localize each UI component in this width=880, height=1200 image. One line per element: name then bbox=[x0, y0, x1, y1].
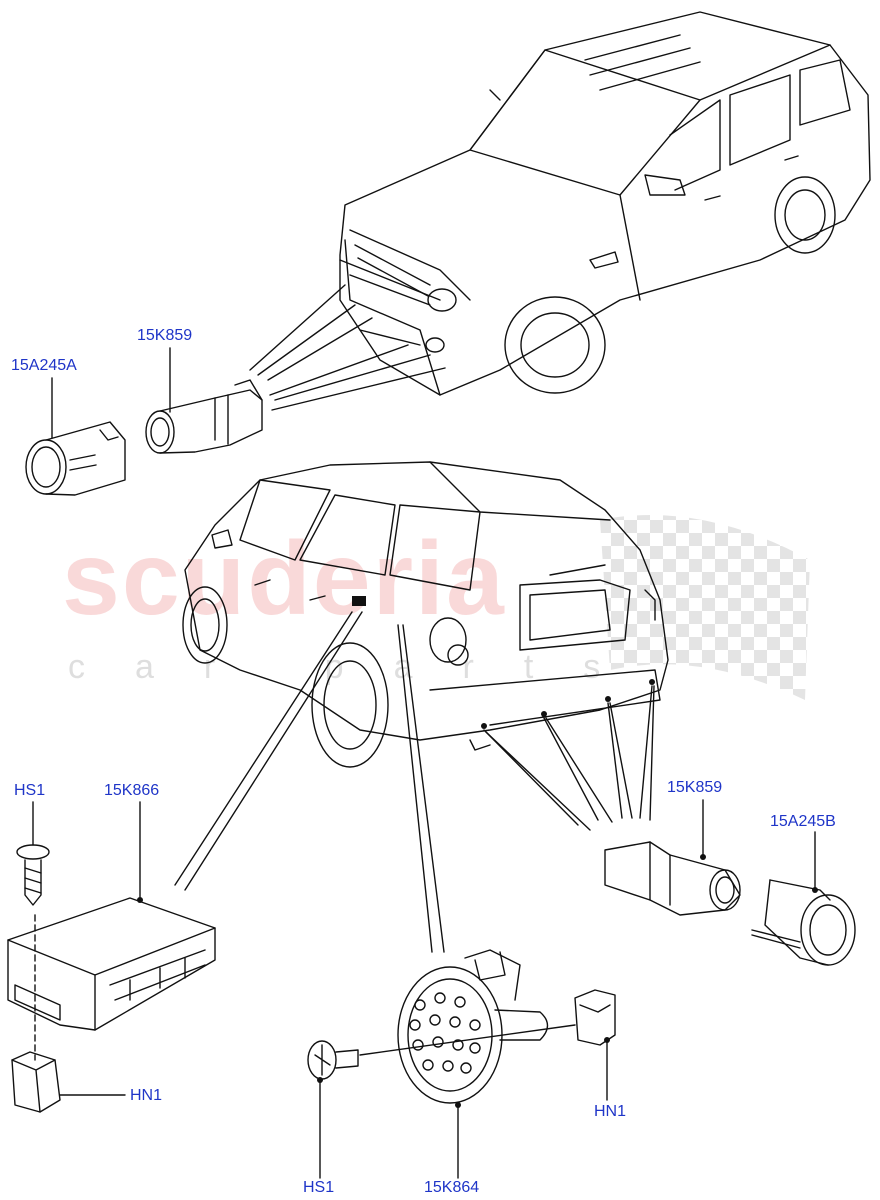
label-control-module: 15K866 bbox=[104, 782, 160, 799]
rear-bezel-part bbox=[751, 879, 856, 966]
label-rear-bezel: 15A245B bbox=[770, 813, 836, 830]
front-sensor-leaders bbox=[249, 284, 446, 411]
checkered-flag-watermark bbox=[600, 515, 810, 700]
control-module-part bbox=[7, 897, 216, 1061]
label-sounder: 15K864 bbox=[424, 1179, 480, 1196]
nut-module-part bbox=[11, 1051, 61, 1113]
rear-sensor-leaders bbox=[174, 611, 655, 953]
label-front-bezel: 15A245A bbox=[11, 357, 77, 374]
rear-vehicle-illustration bbox=[182, 461, 669, 768]
sounder-part bbox=[359, 949, 576, 1108]
label-rear-sensor: 15K859 bbox=[667, 779, 723, 796]
nut-sounder-part bbox=[574, 989, 616, 1046]
watermark-tagline: car parts bbox=[68, 648, 651, 686]
label-nut-module: HN1 bbox=[130, 1087, 163, 1104]
front-sensor-part bbox=[145, 379, 263, 454]
front-bezel-part bbox=[25, 421, 126, 496]
label-nut-sounder: HN1 bbox=[594, 1103, 627, 1120]
label-screw-module: HS1 bbox=[14, 782, 46, 799]
label-front-sensor: 15K859 bbox=[137, 327, 193, 344]
rear-module-location bbox=[352, 596, 366, 606]
callout-leaders bbox=[32, 347, 816, 1179]
screw-sounder-part bbox=[307, 1040, 359, 1083]
watermark-brand: scuderia bbox=[62, 521, 506, 637]
rear-sensor-part bbox=[604, 841, 741, 916]
label-screw-sounder: HS1 bbox=[303, 1179, 335, 1196]
screw-module-part bbox=[16, 844, 50, 906]
front-vehicle-illustration bbox=[339, 11, 871, 396]
